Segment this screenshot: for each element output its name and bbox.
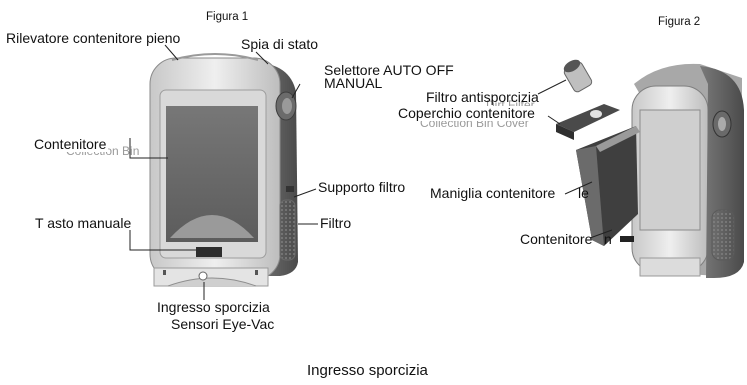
label-status-light: Spia di stato [241,36,319,52]
overprint-bin-figure2: n [604,231,612,247]
label-full-bin-detector: Rilevatore contenitore pieno [6,30,181,46]
label-bin-figure1: Contenitore [34,136,109,152]
footer-caption: Ingresso sporcizia [307,362,428,379]
figure2-leader-lines [537,79,613,239]
figure1-title: Figura 1 [206,11,249,23]
label-dirt-inlet: Ingresso sporcizia [157,299,270,315]
figure1-leader-lines [129,44,318,300]
label-selector-line1: Selettore AUTO OFF [324,62,454,78]
label-bin-figure2: Contenitore [520,231,593,247]
label-filter: Filtro [320,215,352,231]
overprint-bin-handle: le [578,185,589,201]
figure2-title: Figura 2 [658,16,701,28]
figure1-device [149,53,298,287]
label-manual-button: T asto manuale [35,215,132,231]
label-filter-holder: Supporto filtro [318,179,406,195]
label-bin-cover: Coperchio contenitore [398,105,535,121]
label-splatter-filter: Filtro antisporcizia [426,89,539,105]
figure2-device [556,59,744,278]
label-bin-handle: Maniglia contenitore [430,185,556,201]
label-eyevac-sensors: Sensori Eye-Vac [171,316,275,332]
label-selector-line2: MANUAL [324,75,383,91]
